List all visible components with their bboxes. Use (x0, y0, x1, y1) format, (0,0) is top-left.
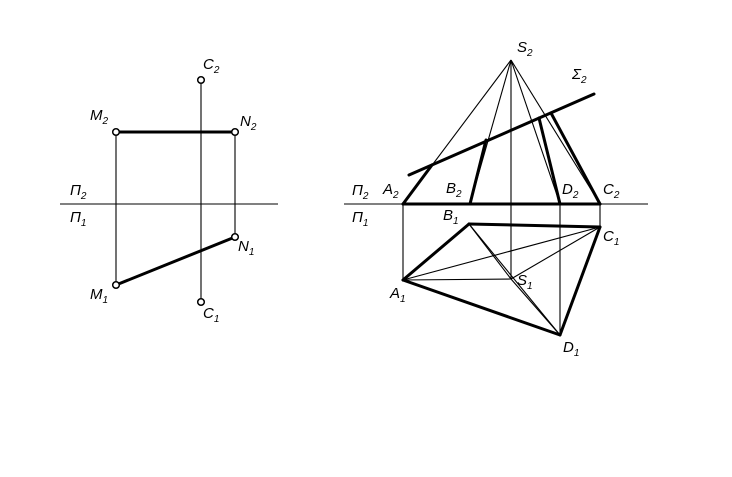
edge-s1-c1 (510, 226, 601, 280)
section-a2-front (401, 163, 434, 206)
section-c2-front (549, 111, 602, 206)
edge-s2-c2 (510, 59, 601, 205)
label-b1: B1 (443, 207, 459, 227)
section-d2-front (537, 116, 562, 206)
point-n1 (230, 232, 240, 242)
label-s2: S2 (517, 39, 533, 59)
label-d2: D2 (562, 181, 579, 201)
section-c1-d1 (558, 225, 602, 337)
section-b2-front (468, 138, 488, 206)
label-pi2-left: Π2 (70, 182, 87, 202)
point-c2 (196, 75, 206, 85)
label-b2: B2 (446, 180, 462, 200)
label-sigma2: Σ2 (571, 66, 587, 86)
label-m2: M2 (90, 107, 109, 127)
segment-m1-n1 (114, 235, 237, 287)
point-m2 (111, 127, 121, 137)
label-c2-right: C2 (603, 181, 620, 201)
section-d1-a1 (401, 278, 562, 337)
point-n2 (230, 127, 240, 137)
label-s1: S1 (517, 272, 533, 292)
label-pi2-right: Π2 (352, 182, 369, 202)
label-d1: D1 (563, 339, 579, 359)
label-c2: C2 (203, 56, 220, 76)
section-b1-c1 (467, 222, 602, 229)
label-c1: C1 (203, 305, 219, 325)
edge-s1-a1 (402, 278, 512, 281)
point-m1 (111, 280, 121, 290)
label-n1: N1 (238, 238, 254, 258)
left-figure: C2 M2 N2 Π2 Π1 N1 M1 C1 (60, 56, 278, 325)
label-pi1-left: Π1 (70, 209, 86, 229)
label-m1: M1 (90, 286, 108, 306)
label-c1-right: C1 (603, 228, 619, 248)
plane-trace-sigma2 (407, 92, 596, 177)
edge-s2-d2 (510, 59, 561, 205)
label-a2: A2 (382, 181, 399, 201)
edge-a1-c1 (402, 226, 601, 281)
label-n2: N2 (240, 113, 257, 133)
label-pi1-right: Π1 (352, 209, 368, 229)
point-c1 (196, 297, 206, 307)
label-a1: A1 (389, 285, 406, 305)
edge-b1-d1 (468, 223, 561, 336)
section-a1-b1 (401, 222, 471, 282)
right-figure: S2 Σ2 Π2 Π1 A2 B2 D2 C2 B1 C1 S1 A1 D1 (344, 39, 648, 359)
